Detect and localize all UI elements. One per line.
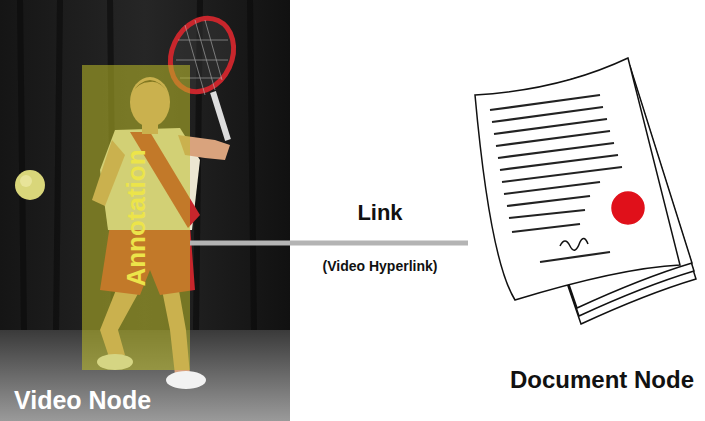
video-node: Video Node Annotation: [0, 0, 290, 421]
document-illustration: [475, 58, 696, 324]
annotation-region: Annotation: [82, 65, 190, 370]
node-label: Document Node: [510, 366, 694, 394]
video-frame: [0, 0, 290, 421]
link-subtitle: (Video Hyperlink): [323, 258, 438, 274]
video-hyperlink: [190, 241, 468, 246]
node-label: Video Node: [14, 386, 151, 415]
node-label: Annotation: [121, 149, 152, 286]
document-node: Document Node: [468, 48, 700, 400]
link-label: Link: [357, 200, 402, 226]
